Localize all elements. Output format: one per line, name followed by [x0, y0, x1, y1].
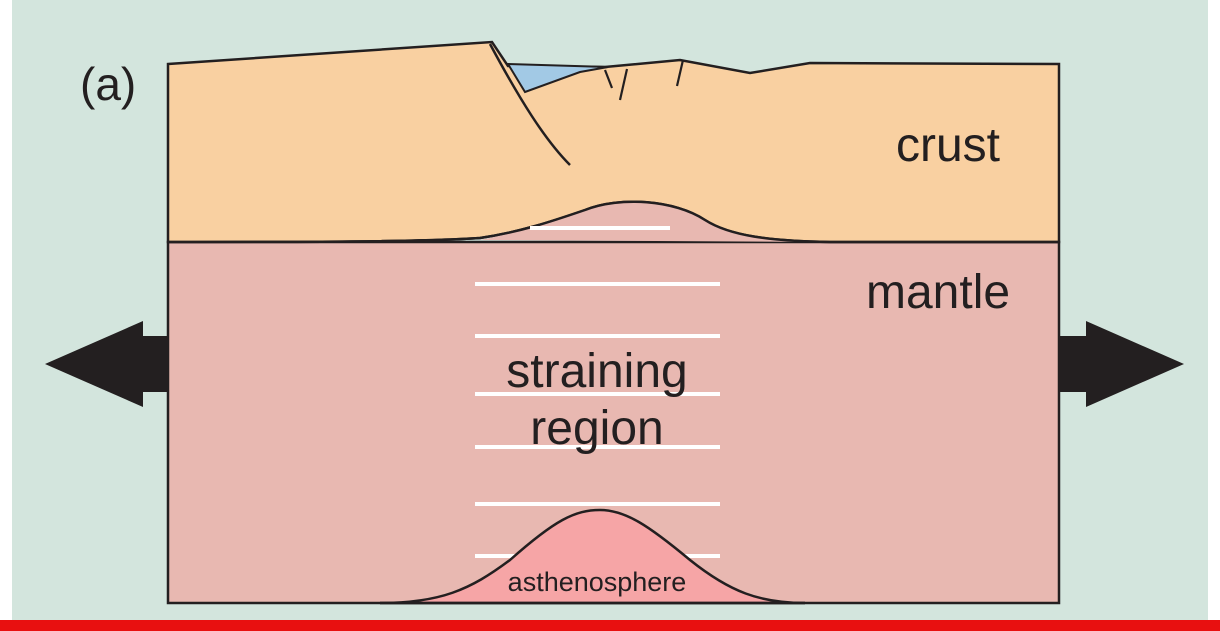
- asthenosphere-label: asthenosphere: [508, 567, 687, 597]
- straining-label: straining: [506, 345, 687, 398]
- mantle-label: mantle: [866, 266, 1010, 319]
- panel-label: (a): [80, 58, 136, 110]
- bottom-rule: [0, 620, 1220, 631]
- crust-label: crust: [896, 119, 1000, 172]
- region-label: region: [530, 402, 663, 455]
